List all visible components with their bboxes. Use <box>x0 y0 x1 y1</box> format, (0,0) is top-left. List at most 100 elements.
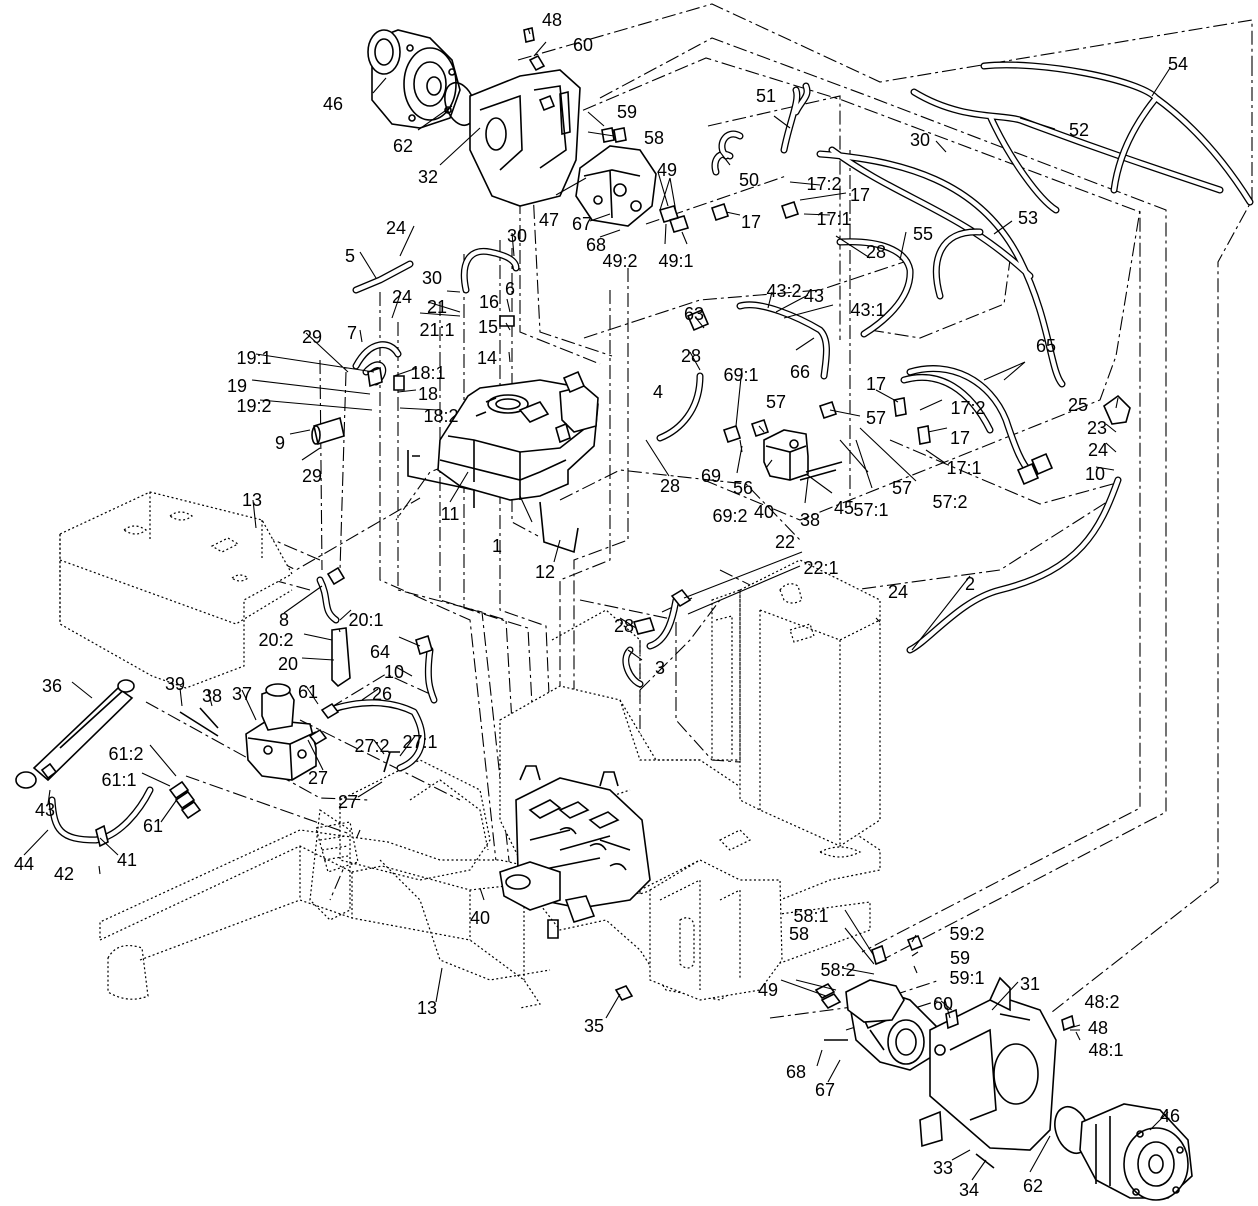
callout-57-1: 57:1 <box>853 500 888 520</box>
callout-28c: 28 <box>866 242 886 262</box>
callout-69: 69 <box>701 466 721 486</box>
callout-29b: 29 <box>302 466 322 486</box>
callout-29a: 29 <box>302 327 322 347</box>
callout-30c: 30 <box>910 130 930 150</box>
callout-20-2: 20:2 <box>258 630 293 650</box>
callout-27-1: 27:1 <box>402 732 437 752</box>
callout-13b: 13 <box>417 998 437 1018</box>
callout-27-2: 27:2 <box>354 736 389 756</box>
callout-17d: 17 <box>950 428 970 448</box>
callout-62b: 62 <box>1023 1176 1043 1196</box>
callout-34: 34 <box>959 1180 979 1200</box>
callouts: 1234567891010111213131415161717171717:11… <box>14 10 1188 1200</box>
callout-68a: 68 <box>586 235 606 255</box>
callout-1: 1 <box>492 536 502 556</box>
callout-17a: 17 <box>866 374 886 394</box>
callout-61b: 61 <box>143 816 163 836</box>
callout-17-2a: 17:2 <box>806 174 841 194</box>
callout-3: 3 <box>655 658 665 678</box>
callout-40b: 40 <box>754 502 774 522</box>
callout-26: 26 <box>372 684 392 704</box>
callout-18: 18 <box>418 384 438 404</box>
callout-5: 5 <box>345 246 355 266</box>
callout-44: 44 <box>14 854 34 874</box>
callout-60a: 60 <box>573 35 593 55</box>
callout-50: 50 <box>739 170 759 190</box>
callout-62a: 62 <box>393 136 413 156</box>
callout-48a: 48 <box>1088 1018 1108 1038</box>
callout-61-2: 61:2 <box>108 744 143 764</box>
callout-9: 9 <box>275 433 285 453</box>
callout-52: 52 <box>1069 120 1089 140</box>
callout-63: 63 <box>684 304 704 324</box>
callout-43-2: 43:2 <box>766 281 801 301</box>
callout-2: 2 <box>965 574 975 594</box>
callout-42: 42 <box>54 864 74 884</box>
callout-19-2: 19:2 <box>236 396 271 416</box>
callout-19: 19 <box>227 376 247 396</box>
callout-14: 14 <box>477 348 497 368</box>
callout-51: 51 <box>756 86 776 106</box>
callout-24b: 24 <box>392 287 412 307</box>
callout-30b: 30 <box>422 268 442 288</box>
callout-21: 21 <box>427 297 447 317</box>
callout-45: 45 <box>834 498 854 518</box>
callout-43b: 43 <box>35 800 55 820</box>
callout-43a: 43 <box>804 286 824 306</box>
pump-assembly <box>499 765 651 939</box>
callout-12: 12 <box>535 562 555 582</box>
callout-48-2: 48:2 <box>1084 992 1119 1012</box>
callout-61-1: 61:1 <box>101 770 136 790</box>
callout-7: 7 <box>347 323 357 343</box>
callout-13a: 13 <box>242 490 262 510</box>
callout-58a: 58 <box>644 128 664 148</box>
callout-58-2: 58:2 <box>820 960 855 980</box>
callout-55: 55 <box>913 224 933 244</box>
callout-49-1: 49:1 <box>658 251 693 271</box>
wheel-motor-top <box>367 29 657 227</box>
callout-35: 35 <box>584 1016 604 1036</box>
callout-58-1: 58:1 <box>793 906 828 926</box>
callout-17-1a: 17:1 <box>816 209 851 229</box>
callout-37: 37 <box>232 684 252 704</box>
callout-17b: 17 <box>850 185 870 205</box>
callout-49a: 49 <box>657 160 677 180</box>
callout-57b: 57 <box>866 408 886 428</box>
callout-23: 23 <box>1087 418 1107 438</box>
callout-4: 4 <box>653 382 663 402</box>
callout-8: 8 <box>279 610 289 630</box>
callout-67b: 67 <box>815 1080 835 1100</box>
callout-39: 39 <box>165 674 185 694</box>
hoses <box>48 61 1254 844</box>
callout-59-2: 59:2 <box>949 924 984 944</box>
callout-47: 47 <box>539 210 559 230</box>
callout-56: 56 <box>733 478 753 498</box>
callout-16: 16 <box>479 292 499 312</box>
callout-10b: 10 <box>384 662 404 682</box>
chassis-frame <box>59 491 881 1009</box>
lift-cylinder <box>15 679 135 789</box>
callout-40a: 40 <box>470 908 490 928</box>
callout-17-2b: 17:2 <box>950 398 985 418</box>
callout-30a: 30 <box>507 226 527 246</box>
callout-24d: 24 <box>888 582 908 602</box>
callout-20: 20 <box>278 654 298 674</box>
callout-38a: 38 <box>202 686 222 706</box>
callout-64: 64 <box>370 642 390 662</box>
valve-blocks <box>245 394 1131 1023</box>
callout-18-1: 18:1 <box>410 363 445 383</box>
callout-46a: 46 <box>323 94 343 114</box>
leader-lines <box>23 27 1171 1181</box>
callout-69-1: 69:1 <box>723 365 758 385</box>
callout-66: 66 <box>790 362 810 382</box>
callout-28a: 28 <box>681 346 701 366</box>
callout-41: 41 <box>117 850 137 870</box>
callout-61a: 61 <box>298 682 318 702</box>
callout-57-2: 57:2 <box>932 492 967 512</box>
callout-20-1: 20:1 <box>348 610 383 630</box>
callout-59b: 59 <box>950 948 970 968</box>
callout-48b: 48 <box>542 10 562 30</box>
callout-28b: 28 <box>660 476 680 496</box>
callout-59a: 59 <box>617 102 637 122</box>
callout-27a: 27 <box>308 768 328 788</box>
